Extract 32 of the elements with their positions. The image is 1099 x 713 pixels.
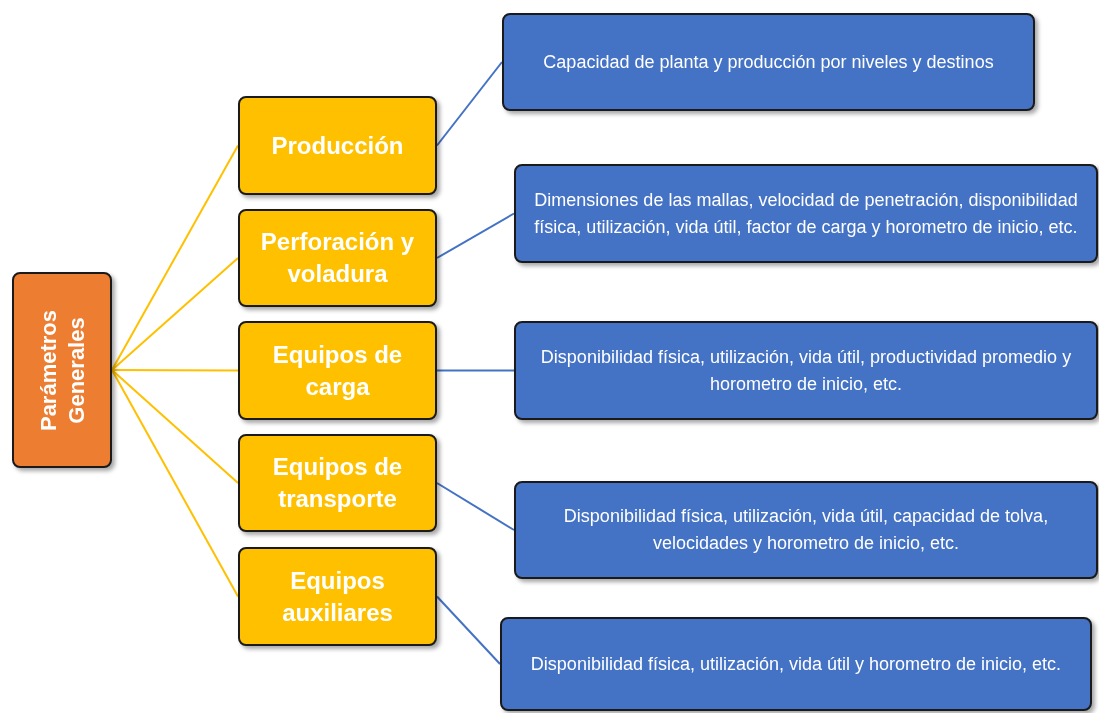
node-label: Perforación y voladura	[259, 227, 416, 289]
connector-line	[436, 595, 501, 665]
category-box	[238, 434, 437, 532]
connector-line	[436, 212, 515, 259]
connector-line	[436, 482, 515, 531]
node-label: Disponibilidad física, utilización, vida útil y horometro de inicio, etc.	[530, 652, 1062, 676]
connector-line	[111, 257, 239, 371]
connector-line	[111, 144, 239, 371]
connector-line	[436, 369, 515, 372]
connector-line	[111, 369, 239, 598]
description-box	[514, 321, 1098, 420]
description-box	[514, 481, 1098, 579]
category-box	[238, 321, 437, 420]
node-label: Dimensiones de las mallas, velocidad de penetración, disponibilidad física, utilización, vida útil, factor de carga y horometro de inicio, etc.	[533, 188, 1079, 239]
category-box	[238, 547, 437, 646]
category-box	[238, 209, 437, 307]
node-label: Equipos de carga	[271, 339, 404, 402]
connector-line	[111, 369, 239, 484]
node-label: Equipos auxiliares	[281, 565, 394, 628]
connector-line	[436, 61, 503, 147]
node-label: Disponibilidad física, utilización, vida útil, productividad promedio y horometro de inicio, etc.	[539, 345, 1073, 396]
connector-line	[111, 369, 239, 372]
description-box	[514, 164, 1098, 263]
node-label: Capacidad de planta y producción por niveles y destinos	[543, 50, 994, 74]
node-label: Disponibilidad física, utilización, vida útil, capacidad de tolva, velocidades y horometro de inicio, etc.	[562, 505, 1050, 555]
category-box	[238, 96, 437, 195]
node-label: Producción	[271, 130, 404, 161]
node-label: Equipos de transporte	[271, 452, 404, 514]
node-label: Parámetros Generales	[34, 308, 89, 433]
description-box	[500, 617, 1092, 711]
description-box	[502, 13, 1035, 111]
root-box	[12, 272, 112, 468]
